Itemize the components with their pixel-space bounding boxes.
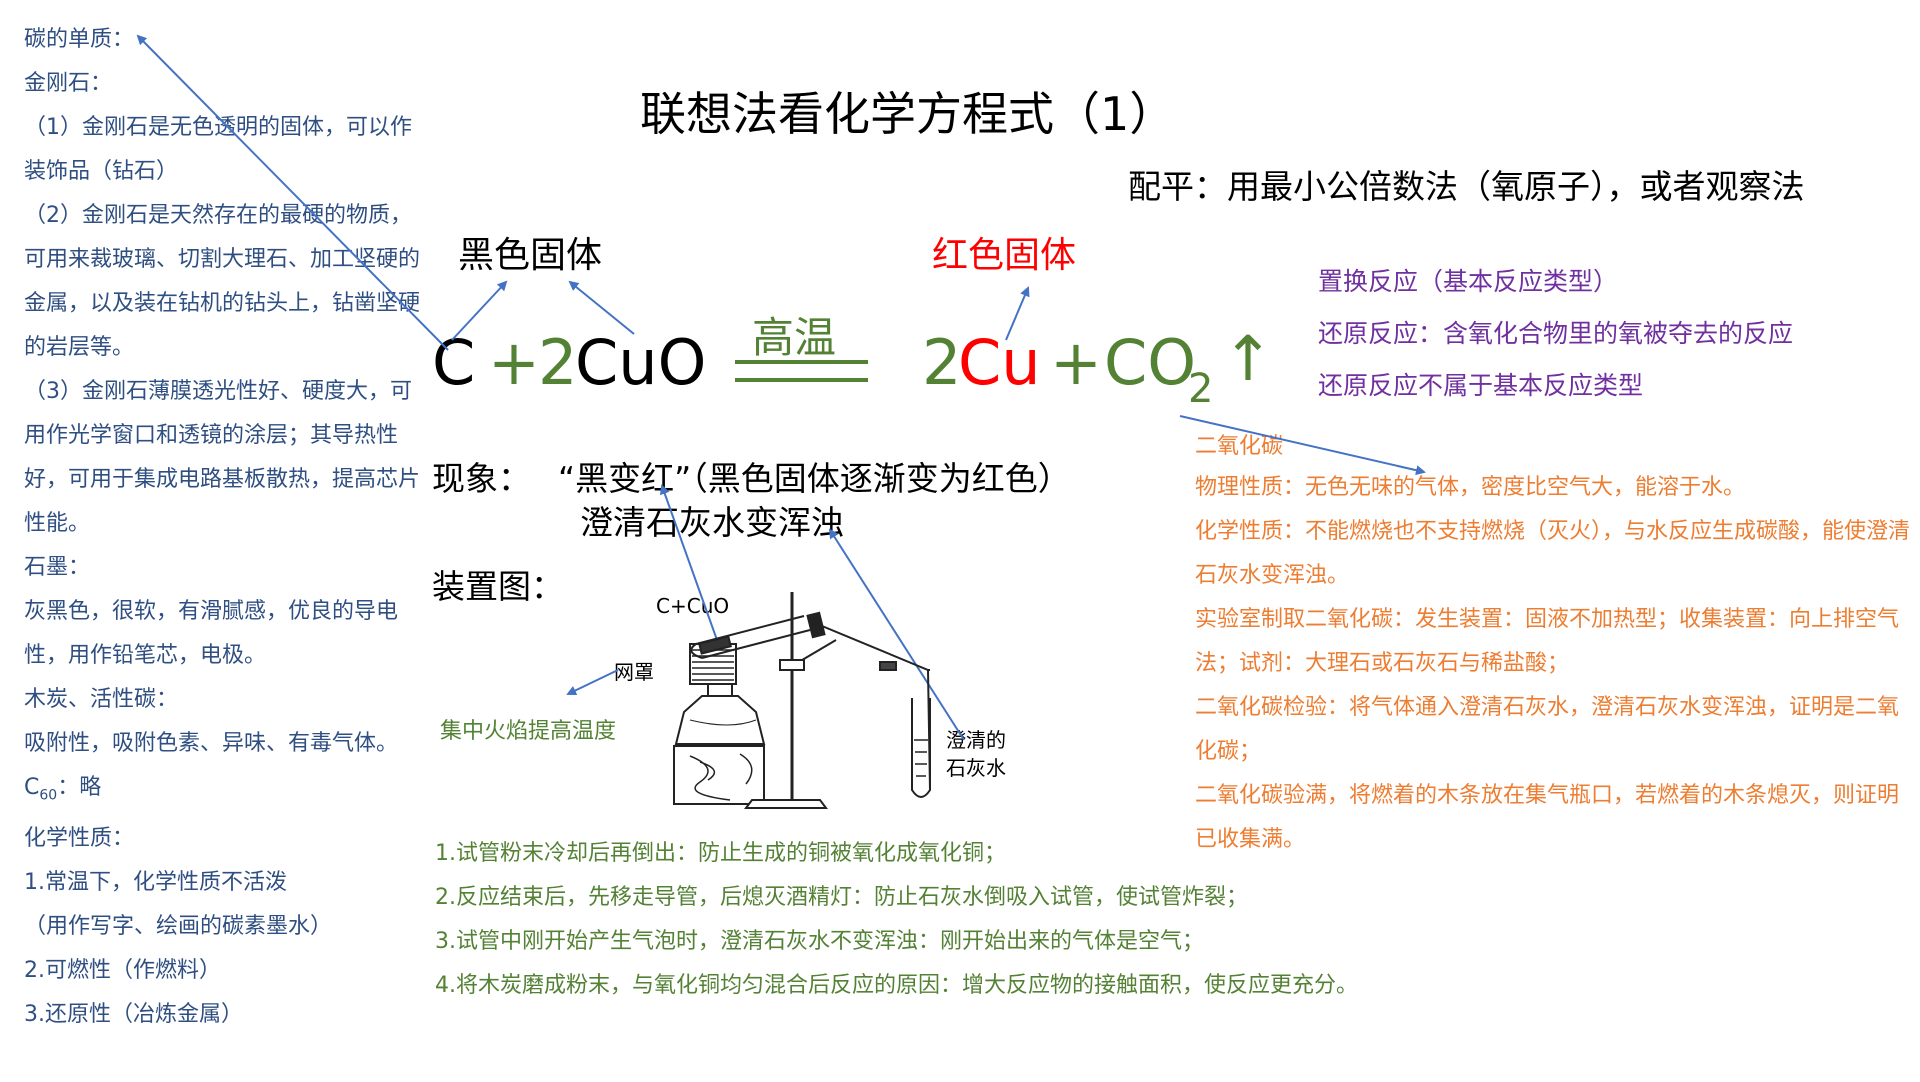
- page-title: 联想法看化学方程式（1）: [640, 87, 1176, 141]
- arrow-cu-to-red-solid: [1005, 286, 1030, 341]
- arrow-cuo-to-black-solid: [568, 280, 635, 335]
- stopper: [806, 611, 826, 639]
- precautions: 1.试管粉末冷却后再倒出：防止生成的铜被氧化成氧化铜； 2.反应结束后，先移走导…: [435, 832, 1358, 1008]
- chem-point-2: 2.可燃性（作燃料）: [24, 958, 221, 984]
- arrow-c-to-carbon-notes: [136, 34, 449, 351]
- chem-point-1b: （用作写字、绘画的碳素墨水）: [24, 914, 333, 940]
- chem-heading: 化学性质：: [24, 826, 135, 852]
- co2-full: 二氧化碳验满，将燃着的木条放在集气瓶口，若燃着的木条熄灭，则证明已收集满。: [1195, 783, 1900, 852]
- c60-symbol: C: [24, 775, 40, 800]
- phenomenon-line-1: “黑变红”（黑色固体逐渐变为红色）: [558, 459, 1071, 498]
- limewater-liquid: [914, 739, 928, 777]
- co2-notes: 物理性质：无色无味的气体，密度比空气大，能溶于水。 化学性质：不能燃烧也不支持燃…: [1195, 466, 1915, 862]
- c60-subscript: 60: [39, 787, 58, 804]
- precaution-4: 4.将木炭磨成粉末，与氧化铜均匀混合后反应的原因：增大反应物的接触面积，使反应更…: [435, 973, 1358, 998]
- arrow-mesh-to-flame-note: [566, 669, 619, 696]
- co2-subscript: 2: [1188, 366, 1214, 412]
- arrow-co2-to-notes: [1179, 415, 1426, 476]
- co2-lab-prep: 实验室制取二氧化碳：发生装置：固液不加热型；收集装置：向上排空气法；试剂：大理石…: [1195, 607, 1900, 676]
- cuo-label: C+CuO: [656, 594, 730, 618]
- arrow-limewater-to-turbid: [828, 528, 965, 741]
- precaution-1: 1.试管粉末冷却后再倒出：防止生成的铜被氧化成氧化铜；: [435, 841, 1006, 866]
- condition-label: 高温: [752, 313, 837, 362]
- apparatus-drawing: [673, 592, 931, 809]
- tube-connector: [879, 661, 897, 671]
- diamond-point-3: （3）金刚石薄膜透光性好、硬度大，可用作光学窗口和透镜的涂层；其导热性好，可用于…: [24, 379, 421, 536]
- reaction-type-1: 置换反应（基本反应类型）: [1318, 267, 1619, 296]
- co2-physical: 物理性质：无色无味的气体，密度比空气大，能溶于水。: [1195, 475, 1746, 500]
- red-solid-label: 红色固体: [932, 235, 1077, 276]
- arrow-c-to-black-solid: [451, 280, 508, 341]
- black-solid-label: 黑色固体: [458, 235, 603, 276]
- diamond-point-1: （1）金刚石是无色透明的固体，可以作装饰品（钻石）: [24, 115, 412, 184]
- plus-1: +: [488, 326, 540, 399]
- chem-point-3: 3.还原性（冶炼金属）: [24, 1002, 243, 1028]
- gas-arrow: ↑: [1222, 322, 1274, 395]
- c60-line: C60：略: [24, 766, 424, 817]
- balancing-note: 配平：用最小公倍数法（氧原子），或者观察法: [1128, 167, 1805, 206]
- phenomenon-line-2: 澄清石灰水变浑浊: [580, 503, 844, 542]
- wood-block: [673, 745, 765, 805]
- reaction-type-2: 还原反应：含氧化合物里的氧被夺去的反应: [1318, 319, 1794, 348]
- diamond-point-2: （2）金刚石是天然存在的最硬的物质，可用来裁玻璃、切割大理石、加工坚硬的金属，以…: [24, 203, 421, 360]
- co2-heading: 二氧化碳: [1195, 434, 1284, 459]
- precaution-2: 2.反应结束后，先移走导管，后熄灭酒精灯：防止石灰水倒吸入试管，使试管炸裂；: [435, 885, 1248, 910]
- carbon-notes: 碳的单质： 金刚石： （1）金刚石是无色透明的固体，可以作装饰品（钻石） （2）…: [24, 18, 424, 1037]
- product-cu: Cu: [958, 326, 1041, 399]
- chem-point-1: 1.常温下，化学性质不活泼: [24, 870, 287, 896]
- stand-base: [744, 799, 828, 809]
- charcoal-text: 吸附性，吸附色素、异味、有毒气体。: [24, 731, 399, 756]
- precaution-3: 3.试管中刚开始产生气泡时，澄清石灰水不变浑浊：刚开始出来的气体是空气；: [435, 929, 1204, 954]
- limewater-tube: [911, 698, 931, 798]
- charcoal-heading: 木炭、活性碳：: [24, 687, 179, 712]
- limewater-label-1: 澄清的: [946, 728, 1006, 752]
- cuo-powder: [698, 635, 732, 655]
- alcohol-lamp: [674, 695, 766, 745]
- c60-rest: ：略: [57, 775, 102, 800]
- reaction-type-3: 还原反应不属于基本反应类型: [1318, 371, 1644, 400]
- lamp-liquid: [689, 719, 757, 726]
- flame-note: 集中火焰提高温度: [440, 719, 617, 744]
- tube-bottom: [690, 643, 703, 659]
- mesh-label: 网罩: [614, 660, 654, 684]
- apparatus-label: 装置图：: [432, 567, 564, 606]
- graphite-text: 灰黑色，很软，有滑腻感，优良的导电性，用作铅笔芯，电极。: [24, 599, 399, 668]
- product-co2: CO: [1104, 326, 1197, 399]
- graphite-heading: 石墨：: [24, 555, 91, 580]
- co2-chemical: 化学性质：不能燃烧也不支持燃烧（灭火），与水反应生成碳酸，能使澄清石灰水变浑浊。: [1195, 519, 1911, 588]
- reactant-cuo: CuO: [575, 326, 707, 399]
- plus-2: +: [1050, 326, 1102, 399]
- delivery-tube: [821, 625, 930, 671]
- coef-cuo: 2: [538, 326, 578, 399]
- clamp-holder: [779, 659, 805, 671]
- wood-grain: [689, 753, 753, 801]
- arrow-tube-to-black-change: [659, 484, 718, 641]
- coef-cu: 2: [922, 326, 962, 399]
- co2-test: 二氧化碳检验：将气体通入澄清石灰水，澄清石灰水变浑浊，证明是二氧化碳；: [1195, 695, 1900, 764]
- limewater-label-2: 石灰水: [946, 756, 1006, 780]
- diamond-heading: 金刚石：: [24, 71, 113, 96]
- phenomenon-label: 现象：: [432, 459, 531, 498]
- carbon-heading: 碳的单质：: [24, 27, 135, 52]
